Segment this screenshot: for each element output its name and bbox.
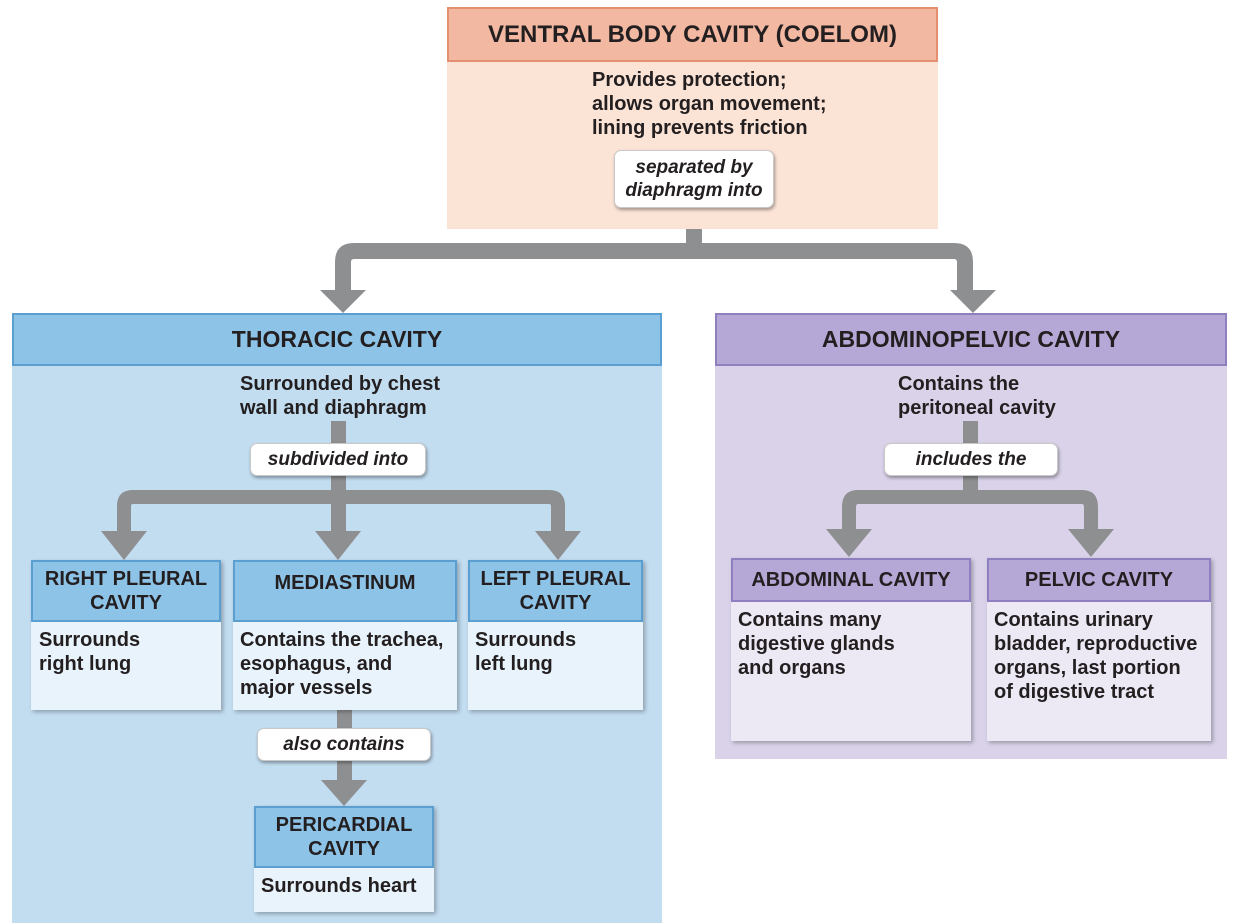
pelvic-desc-line: of digestive tract [994, 681, 1155, 703]
pelvic-desc-line: organs, last portion [994, 657, 1181, 679]
abdominal-cavity-title: ABDOMINAL CAVITY [751, 568, 951, 591]
abdominal-cavity-description: Contains many digestive glands and organ… [738, 608, 966, 680]
abdominal-cavity-header: ABDOMINAL CAVITY [731, 558, 971, 602]
ventral-cavity-description: Provides protection; allows organ moveme… [592, 68, 912, 140]
left-pleural-description: Surrounds left lung [475, 628, 640, 676]
connector-line: diaphragm into [625, 180, 763, 201]
ventral-desc-line: lining prevents friction [592, 117, 808, 139]
right-pleural-title-line: CAVITY [90, 592, 162, 614]
left-pleural-cavity-card: LEFT PLEURAL CAVITY Surrounds left lung [468, 560, 643, 710]
mediastinum-desc-line: Contains the trachea, [240, 629, 444, 651]
abdominopelvic-desc-line: peritoneal cavity [898, 397, 1056, 419]
pelvic-cavity-header: PELVIC CAVITY [987, 558, 1211, 602]
right-pleural-cavity-card: RIGHT PLEURAL CAVITY Surrounds right lun… [31, 560, 221, 710]
pericardial-title-line: PERICARDIAL [275, 814, 413, 836]
also-contains-connector: also contains [257, 728, 431, 761]
ventral-cavity-header: VENTRAL BODY CAVITY (COELOM) [447, 7, 938, 62]
abdominal-cavity-card: ABDOMINAL CAVITY Contains many digestive… [731, 558, 971, 741]
thoracic-cavity-title: THORACIC CAVITY [231, 326, 443, 352]
pelvic-desc-line: bladder, reproductive [994, 633, 1198, 655]
abdominopelvic-cavity-header: ABDOMINOPELVIC CAVITY [715, 313, 1227, 366]
mediastinum-card: MEDIASTINUM Contains the trachea, esopha… [233, 560, 457, 710]
left-pleural-cavity-header: LEFT PLEURAL CAVITY [468, 560, 643, 622]
ventral-desc-line: Provides protection; [592, 69, 787, 91]
right-pleural-desc-line: right lung [39, 653, 132, 675]
left-pleural-desc-line: left lung [475, 653, 553, 675]
abdominopelvic-cavity-title: ABDOMINOPELVIC CAVITY [821, 326, 1121, 352]
thoracic-desc-line: wall and diaphragm [240, 397, 427, 419]
pelvic-cavity-title: PELVIC CAVITY [1024, 568, 1174, 591]
mediastinum-title: MEDIASTINUM [274, 572, 416, 594]
right-pleural-cavity-header: RIGHT PLEURAL CAVITY [31, 560, 221, 622]
mediastinum-desc-line: major vessels [240, 677, 373, 699]
abdominal-desc-line: Contains many [738, 609, 882, 631]
connector-line: separated by [635, 157, 753, 178]
abdominopelvic-desc-line: Contains the [898, 373, 1020, 395]
pelvic-cavity-card: PELVIC CAVITY Contains urinary bladder, … [987, 558, 1211, 741]
pelvic-cavity-description: Contains urinary bladder, reproductive o… [994, 608, 1211, 704]
right-pleural-title-line: RIGHT PLEURAL [44, 568, 208, 590]
connector-label: also contains [283, 734, 405, 755]
pericardial-desc-line: Surrounds heart [261, 875, 417, 897]
left-pleural-desc-line: Surrounds [475, 629, 577, 651]
thoracic-cavity-header: THORACIC CAVITY [12, 313, 662, 366]
abdominal-desc-line: and organs [738, 657, 846, 679]
subdivided-into-connector: subdivided into [250, 443, 426, 476]
ventral-desc-line: allows organ movement; [592, 93, 827, 115]
pericardial-description: Surrounds heart [261, 874, 433, 898]
abdominopelvic-cavity-description: Contains the peritoneal cavity [898, 372, 1118, 420]
pericardial-cavity-card: PERICARDIAL CAVITY Surrounds heart [254, 806, 434, 912]
abdominal-desc-line: digestive glands [738, 633, 895, 655]
right-pleural-desc-line: Surrounds [39, 629, 141, 651]
pelvic-desc-line: Contains urinary [994, 609, 1153, 631]
right-pleural-description: Surrounds right lung [39, 628, 217, 676]
mediastinum-description: Contains the trachea, esophagus, and maj… [240, 628, 456, 700]
left-pleural-title-line: LEFT PLEURAL [480, 568, 631, 590]
pericardial-title-line: CAVITY [308, 838, 380, 860]
connector-label: includes the [915, 449, 1027, 470]
includes-the-connector: includes the [884, 443, 1058, 476]
separated-by-connector: separated by diaphragm into [614, 150, 774, 208]
connector-label: subdivided into [267, 449, 409, 470]
thoracic-cavity-description: Surrounded by chest wall and diaphragm [240, 372, 500, 420]
arrow-shapes [101, 229, 1114, 806]
thoracic-desc-line: Surrounded by chest [240, 373, 441, 395]
ventral-cavity-title: VENTRAL BODY CAVITY (COELOM) [488, 20, 897, 48]
left-pleural-title-line: CAVITY [519, 592, 592, 614]
mediastinum-header: MEDIASTINUM [233, 560, 457, 622]
pericardial-cavity-header: PERICARDIAL CAVITY [254, 806, 434, 868]
mediastinum-desc-line: esophagus, and [240, 653, 393, 675]
